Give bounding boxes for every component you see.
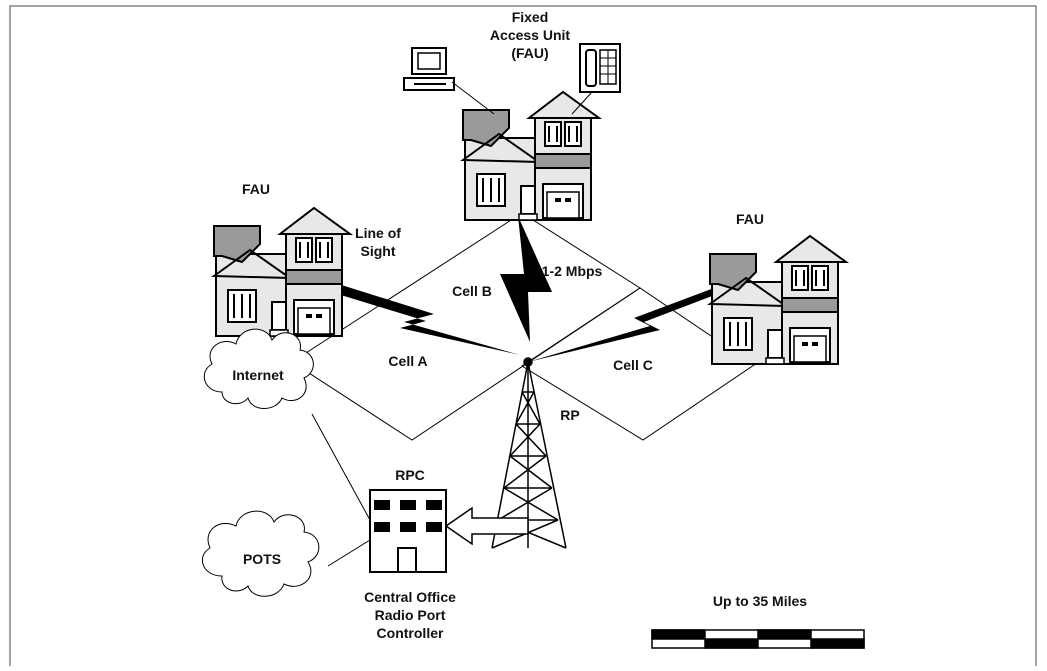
cell-c-area [521, 287, 755, 441]
radio-links [331, 216, 714, 362]
pots-label: POTS [243, 551, 281, 567]
computer-connection [451, 81, 495, 115]
fau-top-house [462, 91, 600, 221]
pots-link [327, 539, 371, 567]
internet-cloud [203, 328, 314, 409]
lightning-bolt-icon [331, 283, 520, 355]
backhaul-arrow [444, 506, 529, 546]
scale-bar-icon [651, 629, 865, 649]
house-icon [213, 207, 351, 337]
cloud-icon [201, 510, 320, 597]
fau-left-house [213, 207, 351, 337]
internet-link [311, 413, 371, 521]
pots-cloud [201, 510, 320, 597]
cell-coverage [291, 212, 755, 441]
co-label: Radio Port [375, 607, 446, 623]
figure-frame [9, 5, 1037, 666]
house-icon [462, 91, 600, 221]
lightning-bolt-icon [500, 216, 552, 342]
fau-top-label: Access Unit [490, 27, 570, 43]
house-icon [709, 235, 847, 365]
co-label: Controller [377, 625, 444, 641]
internet-label: Internet [232, 367, 284, 383]
co-label: Central Office [364, 589, 456, 605]
cloud-icon [203, 328, 314, 409]
telephone-connection [571, 91, 593, 115]
rpc-label: RPC [395, 467, 425, 483]
scale-label: Up to 35 Miles [713, 593, 807, 609]
rp-label: RP [560, 407, 579, 423]
line-of-sight-label: Line of [355, 225, 401, 241]
fau-left-label: FAU [242, 181, 270, 197]
telephone-icon [579, 43, 621, 93]
office-building-icon [369, 489, 447, 573]
fau-top-label: Fixed [512, 9, 549, 25]
cell-c-label: Cell C [613, 357, 653, 373]
fau-right-label: FAU [736, 211, 764, 227]
bandwidth-label: 1-2 Mbps [542, 263, 603, 279]
cell-a-label: Cell A [388, 353, 427, 369]
line-of-sight-label: Sight [361, 243, 396, 259]
lightning-bolt-icon [528, 288, 714, 362]
cell-b-label: Cell B [452, 283, 492, 299]
fau-right-house [709, 235, 847, 365]
fau-top-label: (FAU) [511, 45, 548, 61]
computer-icon [403, 47, 455, 91]
